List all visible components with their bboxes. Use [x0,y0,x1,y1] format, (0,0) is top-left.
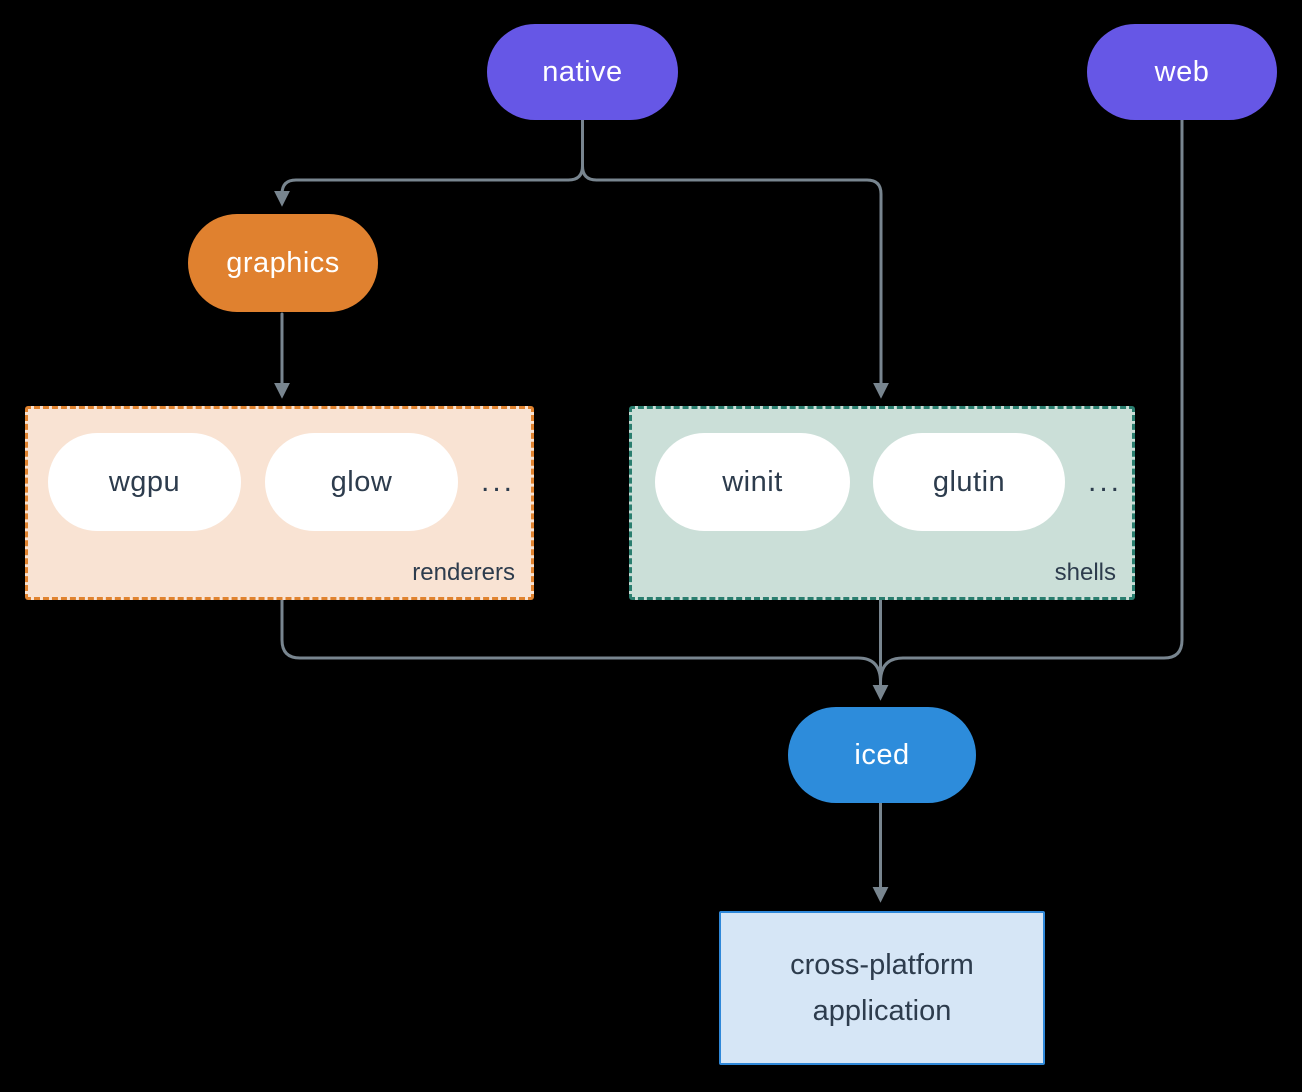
node-cross-platform-application: cross-platform application [719,911,1045,1065]
group-renderers: wgpu glow ... renderers [25,406,534,600]
node-glow-label: glow [330,465,393,498]
node-wgpu-label: wgpu [108,465,181,498]
shells-ellipsis: ... [1087,465,1122,498]
edge-renderers-to-iced [280,598,882,684]
group-shells: winit glutin ... shells [629,406,1135,600]
app-label: cross-platform application [790,948,974,1027]
renderers-ellipsis: ... [480,465,515,498]
node-graphics: graphics [188,214,378,312]
node-native-label: native [542,55,623,88]
node-glutin-label: glutin [932,465,1006,498]
node-iced-label: iced [854,738,910,771]
shells-label: shells [1054,559,1116,586]
edge-web-to-iced [879,117,1184,684]
node-wgpu: wgpu [48,433,241,531]
node-graphics-label: graphics [226,246,340,279]
node-glutin: glutin [873,433,1065,531]
node-web-label: web [1154,55,1210,88]
node-iced: iced [788,707,976,803]
node-glow: glow [265,433,458,531]
node-native: native [487,24,678,120]
edge-native-to-graphics [274,117,584,207]
renderers-label: renderers [412,559,515,586]
node-web: web [1087,24,1277,120]
node-winit-label: winit [722,465,783,498]
node-winit: winit [655,433,850,531]
edge-native-to-shells [581,117,889,399]
